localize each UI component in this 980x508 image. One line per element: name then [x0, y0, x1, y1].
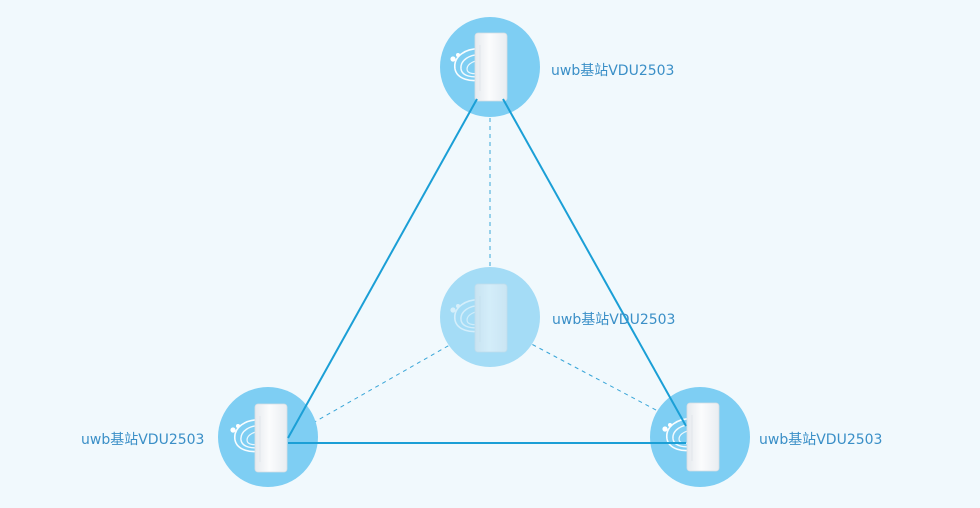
station-node-top: [440, 17, 540, 117]
station-label-top: uwb基站VDU2503: [551, 63, 675, 79]
station-nodes: [218, 17, 750, 487]
dashed-link-center-left: [289, 321, 491, 437]
station-label-left: uwb基站VDU2503: [81, 432, 205, 448]
solid-link-top-right: [502, 98, 687, 427]
station-node-right: [650, 387, 750, 487]
station-label-center: uwb基站VDU2503: [552, 312, 676, 328]
dashed-links: [289, 104, 687, 437]
station-label-right: uwb基站VDU2503: [759, 432, 883, 448]
solid-links: [287, 98, 687, 444]
station-node-center: [440, 267, 540, 367]
solid-link-top-left: [287, 98, 478, 439]
dashed-link-center-right: [489, 321, 687, 427]
station-node-left: [218, 387, 318, 487]
